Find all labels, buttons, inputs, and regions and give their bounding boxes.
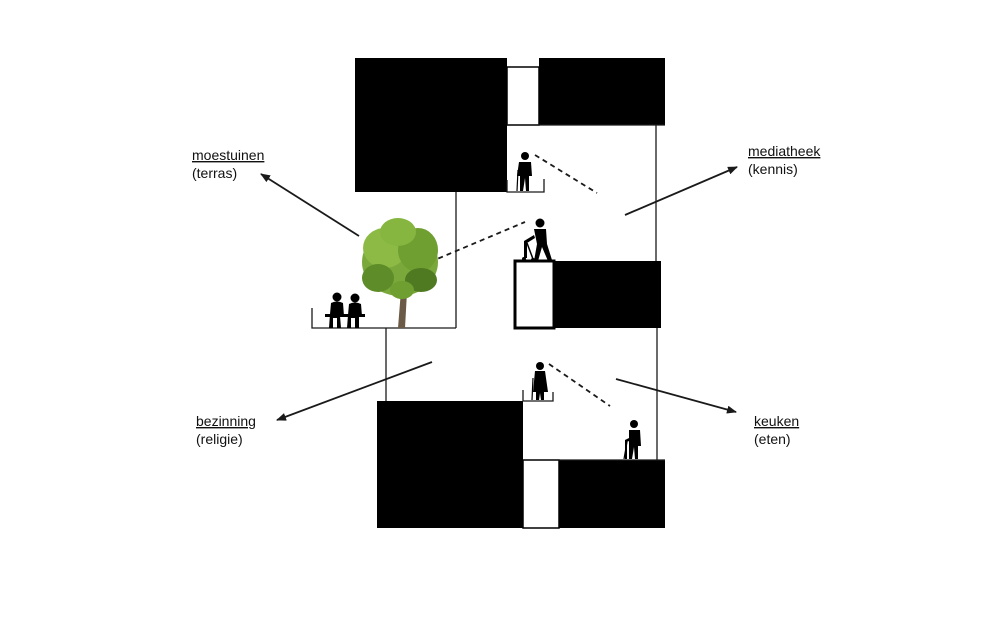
structure-lines	[311, 124, 665, 461]
tree-icon	[362, 218, 438, 328]
label-moestuinen: moestuinen (terras)	[192, 147, 264, 181]
block-middle-right	[554, 261, 661, 328]
label-keuken-subtitle: (eten)	[754, 431, 791, 447]
block-middle-frame	[513, 259, 556, 330]
walker-silhouette-icon	[623, 420, 641, 460]
arrow-moestuinen	[260, 173, 360, 237]
block-top-left	[355, 58, 507, 192]
label-moestuinen-title: moestuinen	[192, 147, 264, 163]
block-bottom-left	[377, 401, 523, 528]
person-silhouette-icon	[531, 362, 548, 401]
block-top-right	[539, 58, 665, 125]
arrow-bezinning	[276, 361, 433, 421]
label-bezinning-subtitle: (religie)	[196, 431, 243, 447]
building-volumes	[355, 58, 665, 529]
label-bezinning-title: bezinning	[196, 413, 256, 429]
person-silhouette-icon	[516, 152, 532, 192]
label-moestuinen-subtitle: (terras)	[192, 165, 237, 181]
label-mediatheek-title: mediatheek	[748, 143, 821, 159]
bench-couple-icon	[325, 292, 365, 328]
arrow-keuken	[615, 378, 737, 414]
block-bottom-right	[559, 460, 665, 528]
pointer-arrows	[260, 166, 738, 421]
gap-top	[506, 66, 540, 126]
label-keuken: keuken (eten)	[754, 413, 799, 447]
label-keuken-title: keuken	[754, 413, 799, 429]
sight-lines	[429, 154, 611, 407]
label-mediatheek: mediatheek (kennis)	[748, 143, 821, 177]
label-bezinning: bezinning (religie)	[196, 413, 256, 447]
walker-silhouette-icon	[522, 218, 552, 262]
arrow-mediatheek	[624, 166, 738, 216]
label-mediatheek-subtitle: (kennis)	[748, 161, 798, 177]
gap-bottom	[522, 459, 560, 529]
